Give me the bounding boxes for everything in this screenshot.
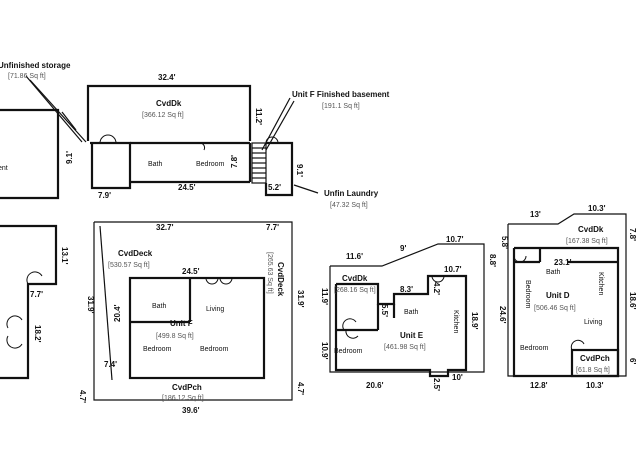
unite-name: Unit E xyxy=(400,331,424,340)
unite-cvddk-label: CvdDk xyxy=(342,274,368,283)
left-dim-a: 13.1' xyxy=(60,247,69,265)
unitd-kitchen-label: Kitchen xyxy=(597,272,604,295)
basement-area: [191.1 Sq ft] xyxy=(322,103,360,110)
unitf-cvdpch-label: CvdPch xyxy=(172,383,202,392)
unitd-dim-a: 13' xyxy=(530,210,541,219)
unitd-dim-bottom-b: 10.3' xyxy=(586,381,604,390)
unitf-dim-small: 7.4' xyxy=(104,360,117,369)
unitf-cvddeck2-label: CvdDeck xyxy=(276,262,285,297)
unitf-cvddeck-label: CvdDeck xyxy=(118,249,153,258)
top-dim-bottom-left: 7.9' xyxy=(98,191,111,200)
laundry-dim-height: 9.1' xyxy=(295,164,304,177)
unitd-dim-right-top: 7.8' xyxy=(628,228,637,241)
top-cvddk-area: [366.12 Sq ft] xyxy=(142,112,184,119)
unitf-dim-inner-top: 24.5' xyxy=(182,267,200,276)
storage-area: [71.86 Sq ft] xyxy=(8,73,46,80)
unit-e-section: 11.6' 9' 10.7' 8.8' CvdDk [268.16 Sq ft]… xyxy=(320,235,497,391)
unitf-living-label: Living xyxy=(206,306,224,313)
unitd-dim-right: 18.6' xyxy=(628,292,637,310)
unit-d-section: 13' 10.3' 7.8' CvdDk [167.38 Sq ft] 5.8'… xyxy=(498,204,637,390)
unitd-area: [506.46 Sq ft] xyxy=(534,305,576,312)
unite-dim-bottom: 20.6' xyxy=(366,381,384,390)
unite-dim-left: 11.9' xyxy=(320,288,329,305)
unite-dim-notch-w: 10' xyxy=(452,373,463,382)
unitd-dim-pch-side: 6' xyxy=(628,358,637,364)
unitd-dim-left: 24.6' xyxy=(498,306,507,324)
storage-cut-label: ent xyxy=(0,165,8,172)
unite-dim-d: 8.8' xyxy=(488,254,497,267)
left-dim-c: 18.2' xyxy=(33,325,42,343)
unitf-cvddeck-area: [530.57 Sq ft] xyxy=(108,262,150,269)
unitf-name: Unit F xyxy=(170,319,193,328)
unite-dim-a: 11.6' xyxy=(346,252,363,261)
unite-area: [461.98 Sq ft] xyxy=(384,344,426,351)
laundry-dim-width: 5.2' xyxy=(268,183,281,192)
unitf-dim-left-inner: 20.4' xyxy=(113,304,122,322)
unitd-bedroom-vertical-label: Bedroom xyxy=(524,280,531,309)
unitf-dim-left-outer: 31.9' xyxy=(86,296,95,314)
unite-dim-inner-b: 8.3' xyxy=(400,285,413,294)
unite-bedroom-label: Bedroom xyxy=(334,348,363,355)
unite-dim-notch: 2.5' xyxy=(432,378,441,391)
unitd-name: Unit D xyxy=(546,291,570,300)
unitd-cvddk-area: [167.38 Sq ft] xyxy=(566,238,608,245)
unitf-bedroom2-label: Bedroom xyxy=(200,346,229,353)
unite-dim-inner-c: 4.2' xyxy=(432,282,441,295)
unitd-cvddk-label: CvdDk xyxy=(578,225,604,234)
left-partial-section: 13.1' 7.7' 18.2' xyxy=(0,224,69,380)
top-dim-width: 32.4' xyxy=(158,73,176,82)
unit-f-section: 32.7' 7.7' CvdDeck [530.57 Sq ft] CvdDec… xyxy=(78,221,305,415)
top-dim-right: 11.2' xyxy=(254,108,263,125)
unitd-dim-bottom-a: 12.8' xyxy=(530,381,548,390)
unite-bath-label: Bath xyxy=(404,309,419,316)
unitd-cvdpch-area: [61.8 Sq ft] xyxy=(576,367,610,374)
unitd-bedroom-label: Bedroom xyxy=(520,345,549,352)
laundry-area: [47.32 Sq ft] xyxy=(330,202,368,209)
top-bath-label: Bath xyxy=(148,161,163,168)
unitd-dim-left-top: 5.8' xyxy=(500,236,509,249)
unite-kitchen-label: Kitchen xyxy=(452,310,459,333)
unite-dim-left-lower: 10.9' xyxy=(320,342,329,360)
unitf-cvddeck2-area: [265.63 Sq ft] xyxy=(266,252,273,294)
basement-label: Unit F Finished basement xyxy=(292,90,390,99)
unitf-bath-label: Bath xyxy=(152,303,167,310)
unitf-dim-bottom-left: 4.7' xyxy=(78,390,87,403)
unite-dim-right: 18.9' xyxy=(470,312,479,330)
top-bedroom-label: Bedroom xyxy=(196,161,225,168)
unitf-dim-bottom-right: 4.7' xyxy=(296,382,305,395)
unite-dim-b: 9' xyxy=(400,244,406,253)
unite-dim-c: 10.7' xyxy=(446,235,464,244)
unite-cvddk-area: [268.16 Sq ft] xyxy=(334,287,376,294)
laundry-label: Unfin Laundry xyxy=(324,189,379,198)
top-section: Unfinished storage [71.86 Sq ft] ent 32.… xyxy=(0,61,390,209)
unitf-dim-right-outer: 31.9' xyxy=(296,290,305,308)
top-dim-bottom: 24.5' xyxy=(178,183,196,192)
top-cvddk-label: CvdDk xyxy=(156,99,182,108)
left-dim-b: 7.7' xyxy=(30,290,43,299)
unite-dim-step: 5.5' xyxy=(380,304,389,317)
unitf-area: [499.8 Sq ft] xyxy=(156,333,194,340)
top-dim-step: 7.8' xyxy=(230,155,239,168)
top-dim-left: 9.1' xyxy=(65,151,74,164)
unitf-dim-top-right: 7.7' xyxy=(266,223,279,232)
unitd-living-label: Living xyxy=(584,319,602,326)
unitf-dim-top: 32.7' xyxy=(156,223,174,232)
unitf-bedroom1-label: Bedroom xyxy=(143,346,172,353)
unitd-dim-inner: 23.1' xyxy=(554,258,572,267)
unitd-bath-label: Bath xyxy=(546,269,561,276)
unitf-cvdpch-area: [186.12 Sq ft] xyxy=(162,395,204,402)
storage-label: Unfinished storage xyxy=(0,61,71,70)
unitd-dim-b: 10.3' xyxy=(588,204,606,213)
unite-dim-inner-a: 10.7' xyxy=(444,265,462,274)
unitf-dim-bottom: 39.6' xyxy=(182,406,200,415)
unitd-cvdpch-label: CvdPch xyxy=(580,354,610,363)
